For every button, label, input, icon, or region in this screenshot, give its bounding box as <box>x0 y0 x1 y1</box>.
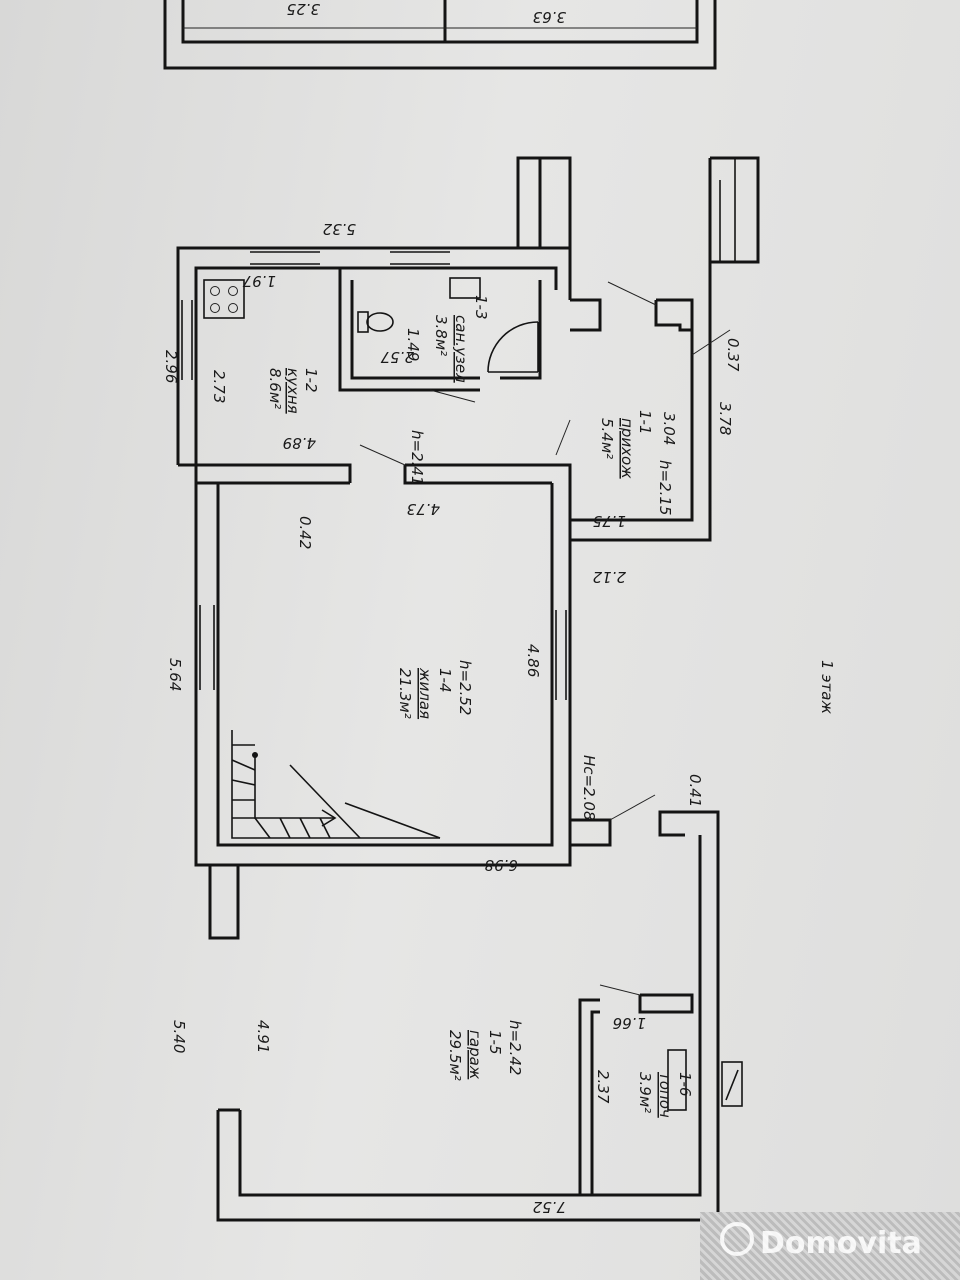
dim-kitchen-bottom: 4.89 <box>283 434 316 452</box>
dim-hall-w: 3.04 <box>660 412 678 445</box>
watermark-text: Domovita <box>760 1226 922 1261</box>
dim-garage-boiler-h: 2.37 <box>594 1070 612 1104</box>
dim-hall-outer: 3.78 <box>716 402 734 435</box>
dim-garage-outer: 5.40 <box>170 1020 188 1053</box>
kitchen-num: 1-2 <box>302 368 320 393</box>
dim-kitchen-top: 5.32 <box>323 220 356 238</box>
dim-top-left: 3.25 <box>287 0 320 18</box>
dim-living-outer-h: 5.64 <box>166 658 184 691</box>
dim-hall-wall: 0.37 <box>724 338 742 372</box>
boiler-area: 3.9м² <box>636 1072 654 1113</box>
living-block <box>194 483 656 867</box>
bathroom-num: 1-3 <box>472 295 490 320</box>
hall-name: прихож <box>618 418 636 479</box>
dim-kitchen-outer-h: 2.96 <box>162 350 180 383</box>
garage-height: h=2.42 <box>506 1020 524 1075</box>
boiler-name: топоч <box>656 1072 674 1118</box>
dim-top-right: 3.63 <box>533 8 566 26</box>
kitchen-area: 8.6м² <box>266 368 284 409</box>
dim-kitchen-inner-h: 2.73 <box>210 370 228 403</box>
dim-garage-wall: 0.41 <box>686 774 704 807</box>
dim-living-inner: 4.86 <box>524 644 542 677</box>
garage-name: гараж <box>466 1030 484 1080</box>
floor-label: 1 этаж <box>818 660 836 714</box>
garage-area: 29.5м² <box>446 1030 464 1081</box>
boiler-num: 1-6 <box>676 1072 694 1097</box>
watermark-logo-icon <box>720 1222 754 1256</box>
dim-bath-d2: 2.57 <box>380 348 414 366</box>
room-labels: 1-2 кухня 8.6м² 1-3 сан.узел 3.8м² 1-1 п… <box>266 295 694 1118</box>
dim-garage-boiler-w: 1.66 <box>613 1014 646 1032</box>
living-num: 1-4 <box>436 668 454 693</box>
bathroom-area: 3.8м² <box>432 315 450 356</box>
dim-garage-bottom: 7.52 <box>533 1198 566 1216</box>
hall-height: h=2.15 <box>656 460 674 515</box>
dimension-labels: 3.25 3.63 5.32 1.97 2.96 2.73 1.49 2.57 … <box>162 0 742 1216</box>
dim-living-bottom: 6.98 <box>485 856 518 874</box>
garage-num: 1-5 <box>486 1030 504 1055</box>
living-height: h=2.52 <box>456 660 474 715</box>
height-bath-kitchen: h=2.41 <box>408 430 426 485</box>
kitchen-name: кухня <box>284 368 302 414</box>
dim-hall-inner: 1.75 <box>593 512 626 530</box>
hall-num: 1-1 <box>636 410 654 435</box>
dim-garage-inner: 4.91 <box>254 1020 272 1053</box>
garage-block <box>208 810 743 1222</box>
dim-living-top: 4.73 <box>407 500 440 518</box>
kitchen-bathroom-block <box>176 246 572 485</box>
living-area: 21.3м² <box>396 668 414 719</box>
bathroom-name: сан.узел <box>452 315 470 383</box>
hall-block <box>516 156 760 542</box>
dim-bath-d1: 1.49 <box>404 328 422 361</box>
hall-area: 5.4м² <box>598 418 616 459</box>
dim-kitchen-w: 1.97 <box>242 272 276 290</box>
height-hall-lower: Hc=2.08 <box>580 755 598 821</box>
dim-hall-bottom: 2.12 <box>593 568 626 586</box>
living-name: жилая <box>416 667 434 719</box>
dim-living-wall: 0.42 <box>296 516 314 549</box>
upper-floor-fragment <box>163 0 717 70</box>
